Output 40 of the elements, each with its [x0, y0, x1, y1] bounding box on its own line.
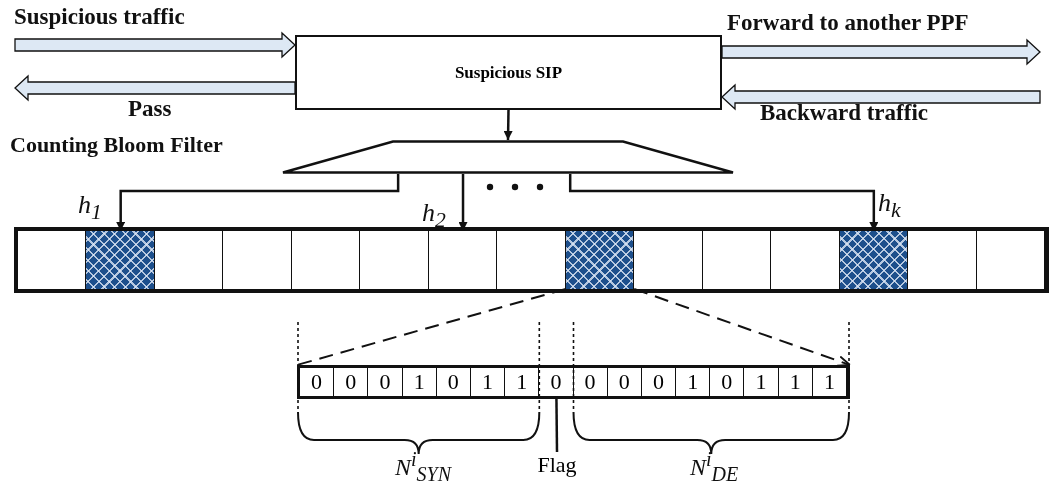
dashed-line: [296, 288, 567, 366]
block-arrow: [721, 83, 1041, 111]
dashed-line: [633, 288, 851, 367]
leader-line: [555, 396, 559, 452]
bit-cell: 0: [368, 368, 403, 396]
shaded-array-cell: [86, 231, 155, 289]
block-arrow: [14, 31, 296, 59]
trapezoid-block: [281, 140, 735, 174]
arrow: [503, 109, 513, 141]
bit-cell: 0: [710, 368, 745, 396]
cell-array: [14, 227, 1049, 293]
bit-cell: 1: [812, 368, 847, 396]
bit-cell: 0: [300, 368, 335, 396]
diagram-heading: Counting Bloom Filter: [10, 132, 223, 158]
edge-label: Backward traffic: [760, 100, 928, 126]
bit-cell: 0: [334, 368, 369, 396]
bit-cell: 1: [778, 368, 813, 396]
bit-cell: 1: [402, 368, 437, 396]
edge-label: Suspicious traffic: [14, 4, 185, 30]
shaded-array-cell: [839, 231, 909, 289]
bit-cell: 0: [573, 368, 608, 396]
bit-array: [297, 365, 850, 399]
edge-label: h$_{k}$: [878, 188, 901, 224]
edge-label: Pass: [128, 96, 172, 122]
bit-cell: 0: [641, 368, 677, 396]
shaded-array-cell: [565, 231, 635, 289]
bit-cell: 0: [607, 368, 642, 396]
bit-cell: 1: [676, 368, 711, 396]
process-box: Suspicious SIP: [295, 35, 722, 110]
flag-label: Flag: [532, 452, 582, 482]
block-arrow: [721, 38, 1041, 66]
bit-cell: 1: [744, 368, 779, 396]
edge-label: h$_{2}$: [422, 198, 446, 234]
edge-label: Forward to another PPF: [727, 10, 969, 36]
bit-cell: 1: [470, 368, 506, 396]
block-arrow: [14, 74, 296, 102]
bit-cell: 0: [539, 368, 574, 396]
edge-label: h$_{1}$: [78, 190, 102, 226]
bit-cell: 0: [436, 368, 471, 396]
bit-cell: 1: [505, 368, 540, 396]
